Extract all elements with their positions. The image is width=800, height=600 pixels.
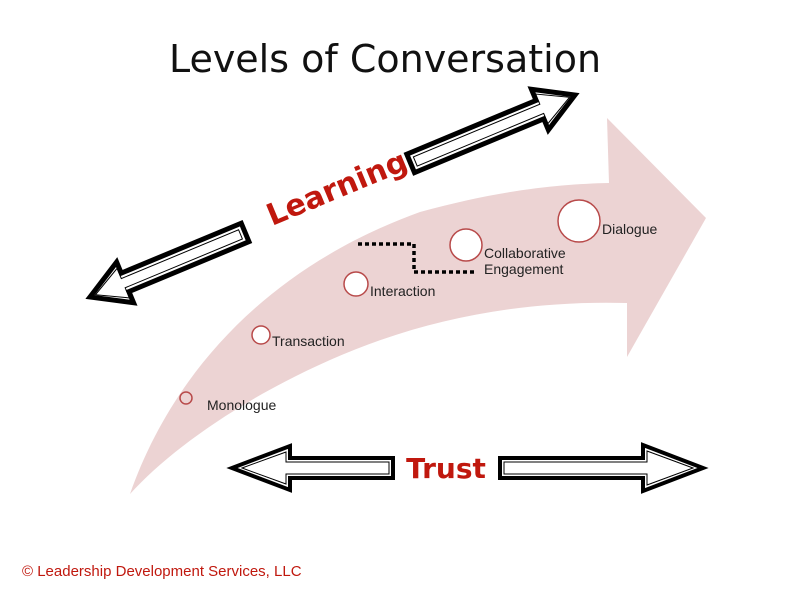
progress-curved-arrow bbox=[130, 118, 706, 494]
stage-label-transaction: Transaction bbox=[272, 333, 345, 349]
stage-label-dialogue: Dialogue bbox=[602, 221, 657, 237]
stage-marker-interaction bbox=[343, 271, 369, 297]
stage-marker-transaction bbox=[251, 325, 271, 345]
stage-label-interaction: Interaction bbox=[370, 283, 435, 299]
trust-arrow-right bbox=[498, 442, 709, 494]
page-title: Levels of Conversation bbox=[169, 37, 601, 81]
stage-label-collaborative: Collaborative bbox=[484, 245, 566, 261]
stage-marker-dialogue bbox=[557, 199, 601, 243]
stage-label-engagement: Engagement bbox=[484, 261, 564, 277]
learning-arrow-right bbox=[403, 86, 580, 176]
stage-marker-monologue bbox=[179, 391, 193, 405]
learning-label: Learning bbox=[262, 144, 413, 234]
copyright-footer: © Leadership Development Services, LLC bbox=[22, 563, 302, 580]
stage-marker-collaborative bbox=[449, 228, 483, 262]
dotted-connector bbox=[358, 242, 477, 274]
trust-label: Trust bbox=[406, 452, 486, 485]
learning-arrow-left bbox=[85, 219, 253, 306]
stage-label-monologue: Monologue bbox=[207, 397, 276, 413]
trust-arrow-left bbox=[226, 443, 395, 493]
